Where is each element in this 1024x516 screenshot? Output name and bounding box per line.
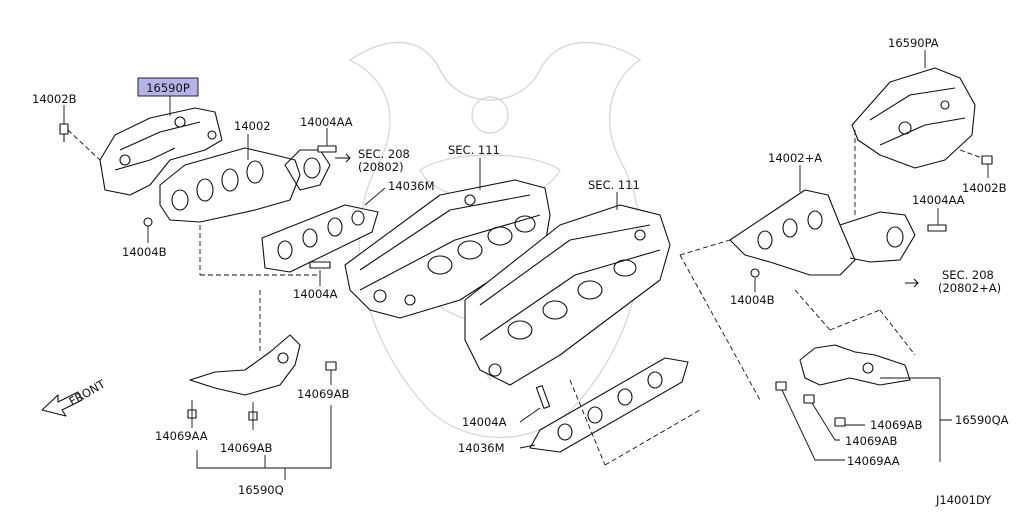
label-sec208-left-ref[interactable]: (20802)	[358, 160, 404, 174]
leader-14036M-top	[364, 187, 386, 206]
assembly-line	[829, 309, 881, 331]
label-14069AB-mid[interactable]: 14069AB	[220, 441, 272, 455]
bolt-14069AA-right	[775, 381, 787, 391]
bolt-14002B-left	[59, 105, 101, 161]
leader-14004A-bottom	[519, 407, 541, 423]
callout-16590Q	[196, 405, 332, 480]
bolt-14069AB-mid	[248, 402, 258, 430]
label-sec111-a[interactable]: SEC. 111	[448, 143, 500, 157]
label-16590QA[interactable]: 16590QA	[955, 413, 1009, 427]
heat-plate-16590Q	[189, 290, 301, 396]
heat-plate-16590QA	[799, 344, 911, 386]
bolt-14069AB-r1	[834, 417, 846, 427]
label-front: FRONT	[67, 376, 109, 408]
arrow-sec208-left	[335, 153, 351, 163]
label-16590PA[interactable]: 16590PA	[888, 36, 939, 50]
label-sec208-right-ref[interactable]: (20802+A)	[938, 281, 1001, 295]
label-14004B-right[interactable]: 14004B	[730, 293, 775, 307]
label-14004A-bottom[interactable]: 14004A	[462, 415, 507, 429]
gasket-14036M-bottom	[529, 357, 689, 453]
label-16590P[interactable]: 16590P	[146, 81, 190, 95]
assembly-line	[604, 409, 701, 466]
arrow-sec208-right	[905, 278, 919, 288]
stud-14004A-bottom	[535, 385, 551, 409]
front-arrow	[41, 391, 83, 417]
gasket-14036M-top	[261, 204, 379, 273]
heat-insulator-16590P	[99, 107, 223, 196]
label-sec208-right[interactable]: SEC. 208	[942, 268, 994, 282]
label-14069AB-r2[interactable]: 14069AB	[845, 434, 897, 448]
cylinder-head-right	[464, 204, 671, 386]
bolt-14069AB-r2	[803, 394, 815, 404]
label-14004AA-right[interactable]: 14004AA	[912, 193, 965, 207]
exhaust-manifold-14002	[143, 147, 331, 227]
label-sec111-b[interactable]: SEC. 111	[588, 178, 640, 192]
label-14002A[interactable]: 14002+A	[768, 151, 822, 165]
label-14002B-left[interactable]: 14002B	[32, 92, 77, 106]
label-14002B-right[interactable]: 14002B	[962, 181, 1007, 195]
label-14036M-bottom[interactable]: 14036M	[458, 441, 505, 455]
label-14004B-left[interactable]: 14004B	[122, 245, 167, 259]
label-14004A-left[interactable]: 14004A	[293, 287, 338, 301]
assembly-line	[794, 289, 831, 331]
label-14069AA-left[interactable]: 14069AA	[155, 429, 208, 443]
label-14036M-top[interactable]: 14036M	[388, 179, 435, 193]
label-14069AB-r1[interactable]: 14069AB	[870, 418, 922, 432]
callout-16590QA	[781, 377, 952, 462]
highlight-16590P[interactable]	[137, 77, 199, 97]
bolt-14002B-right	[959, 149, 993, 178]
label-16590Q[interactable]: 16590Q	[238, 483, 284, 497]
stud-14004AA-top	[317, 145, 337, 153]
label-14004AA-top[interactable]: 14004AA	[300, 115, 353, 129]
exhaust-manifold-14002A	[729, 189, 916, 278]
bolt-14069AA-left	[187, 400, 197, 428]
label-sec208-left[interactable]: SEC. 208	[358, 147, 410, 161]
stud-14004A-left	[309, 261, 331, 269]
bolt-14069AB-left	[325, 361, 337, 385]
diagram-code: J14001DY	[935, 493, 992, 507]
assembly-line	[679, 239, 731, 256]
assembly-line	[679, 254, 761, 401]
assembly-line	[879, 309, 916, 356]
stud-14004AA-right	[927, 224, 947, 232]
heat-insulator-16590PA	[851, 67, 976, 169]
label-14069AB-left[interactable]: 14069AB	[297, 387, 349, 401]
assembly-line	[569, 379, 606, 466]
label-14002[interactable]: 14002	[234, 119, 271, 133]
leader-14036M-bottom	[519, 444, 536, 449]
label-14069AA-right[interactable]: 14069AA	[847, 454, 900, 468]
